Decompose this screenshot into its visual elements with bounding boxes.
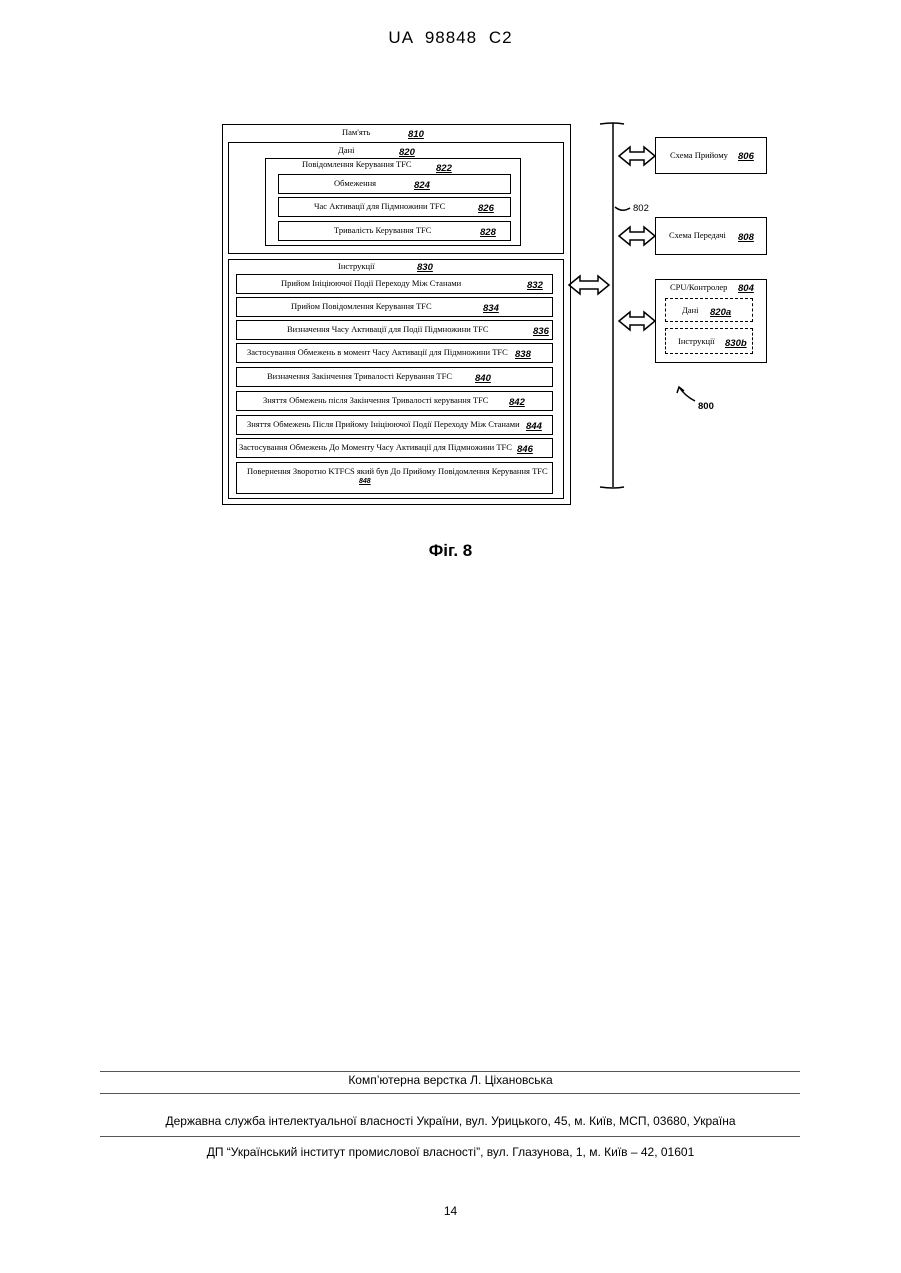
footer-layout: Комп’ютерна верстка Л. Ціхановська <box>0 1073 901 1087</box>
instr-row-label: Застосування Обмежень в момент Часу Акти… <box>247 347 508 357</box>
instr-row-ref: 840 <box>475 373 491 384</box>
figure-caption: Фіг. 8 <box>0 541 901 561</box>
instr-row-ref: 836 <box>533 326 549 337</box>
rx-ref: 806 <box>738 151 754 162</box>
data-row-restrictions: Обмеження 824 <box>278 174 511 194</box>
footer-rule-2 <box>100 1093 800 1094</box>
instructions-ref: 830 <box>417 262 433 273</box>
instr-row-ref: 842 <box>509 397 525 408</box>
data-label: Дані <box>338 145 354 155</box>
cpu-instructions-label: Інструкції <box>678 336 715 346</box>
data-row-label: Обмеження <box>334 178 376 188</box>
data-row-ref: 828 <box>480 227 496 238</box>
cpu-data-box <box>665 298 753 322</box>
instr-row-label: Визначення Часу Активації для Події Підм… <box>287 324 489 334</box>
instr-row-label: Прийом Повідомлення Керування TFC <box>291 301 432 311</box>
data-row-activation-time: Час Активації для Підмножини TFC 826 <box>278 197 511 217</box>
instr-row-ref: 844 <box>526 421 542 432</box>
rx-label: Схема Прийому <box>670 150 728 160</box>
footer-rule-3 <box>100 1136 800 1137</box>
instr-row-label: Зняття Обмежень Після Прийому Ініціюючої… <box>247 419 520 429</box>
footer-office: Державна служба інтелектуальної власност… <box>0 1114 901 1128</box>
data-row-label: Час Активації для Підмножини TFC <box>314 201 445 211</box>
tx-ref: 808 <box>738 232 754 243</box>
tx-label: Схема Передачі <box>669 230 726 240</box>
bus-ref: 802 <box>633 203 649 214</box>
instr-row-832: Прийом Ініціюючої Події Переходу Між Ста… <box>236 274 553 294</box>
cpu-ref: 804 <box>738 283 754 294</box>
instr-row-label: Повернення Зворотно KTFCS який був До Пр… <box>247 466 548 476</box>
patent-number-header: UA 98848 C2 <box>0 28 901 48</box>
instr-row-834: Прийом Повідомлення Керування TFC 834 <box>236 297 553 317</box>
device-ref: 800 <box>698 401 714 412</box>
cpu-data-label: Дані <box>682 305 698 315</box>
data-row-ref: 824 <box>414 180 430 191</box>
data-row-label: Тривалість Керування TFC <box>334 225 431 235</box>
instr-row-842: Зняття Обмежень після Закінчення Тривало… <box>236 391 553 411</box>
instr-row-ref: 834 <box>483 303 499 314</box>
instr-row-ref: 846 <box>517 444 533 455</box>
footer-institute: ДП “Український інститут промислової вла… <box>0 1145 901 1159</box>
instr-row-838: Застосування Обмежень в момент Часу Акти… <box>236 343 553 363</box>
page-number: 14 <box>0 1204 901 1218</box>
instr-row-label: Прийом Ініціюючої Події Переходу Між Ста… <box>281 278 461 288</box>
instr-row-836: Визначення Часу Активації для Події Підм… <box>236 320 553 340</box>
instr-row-848: Повернення Зворотно KTFCS який був До Пр… <box>236 462 553 494</box>
instr-row-ref: 838 <box>515 349 531 360</box>
cpu-data-ref: 820a <box>710 307 731 318</box>
cpu-instructions-ref: 830b <box>725 338 747 349</box>
instr-row-846: Застосування Обмежень До Моменту Часу Ак… <box>236 438 553 458</box>
instr-row-label: Зняття Обмежень після Закінчення Тривало… <box>263 395 488 405</box>
tfc-message-ref: 822 <box>436 163 452 174</box>
instr-row-844: Зняття Обмежень Після Прийому Ініціюючої… <box>236 415 553 435</box>
memory-label: Пам'ять <box>342 127 370 137</box>
data-ref: 820 <box>399 147 415 158</box>
memory-ref: 810 <box>408 129 424 140</box>
instr-row-ref: 832 <box>527 280 543 291</box>
data-row-duration: Тривалість Керування TFC 828 <box>278 221 511 241</box>
instr-row-label: Визначення Закінчення Тривалості Керуван… <box>267 371 452 381</box>
instr-row-840: Визначення Закінчення Тривалості Керуван… <box>236 367 553 387</box>
instr-row-ref: 848 <box>359 478 371 485</box>
instr-row-label: Застосування Обмежень До Моменту Часу Ак… <box>239 442 512 452</box>
instructions-label: Інструкції <box>338 261 375 271</box>
footer-rule-1 <box>100 1071 800 1072</box>
data-row-ref: 826 <box>478 203 494 214</box>
cpu-label: CPU/Контролер <box>670 282 727 292</box>
tfc-message-label: Повідомлення Керування TFC <box>302 159 412 169</box>
